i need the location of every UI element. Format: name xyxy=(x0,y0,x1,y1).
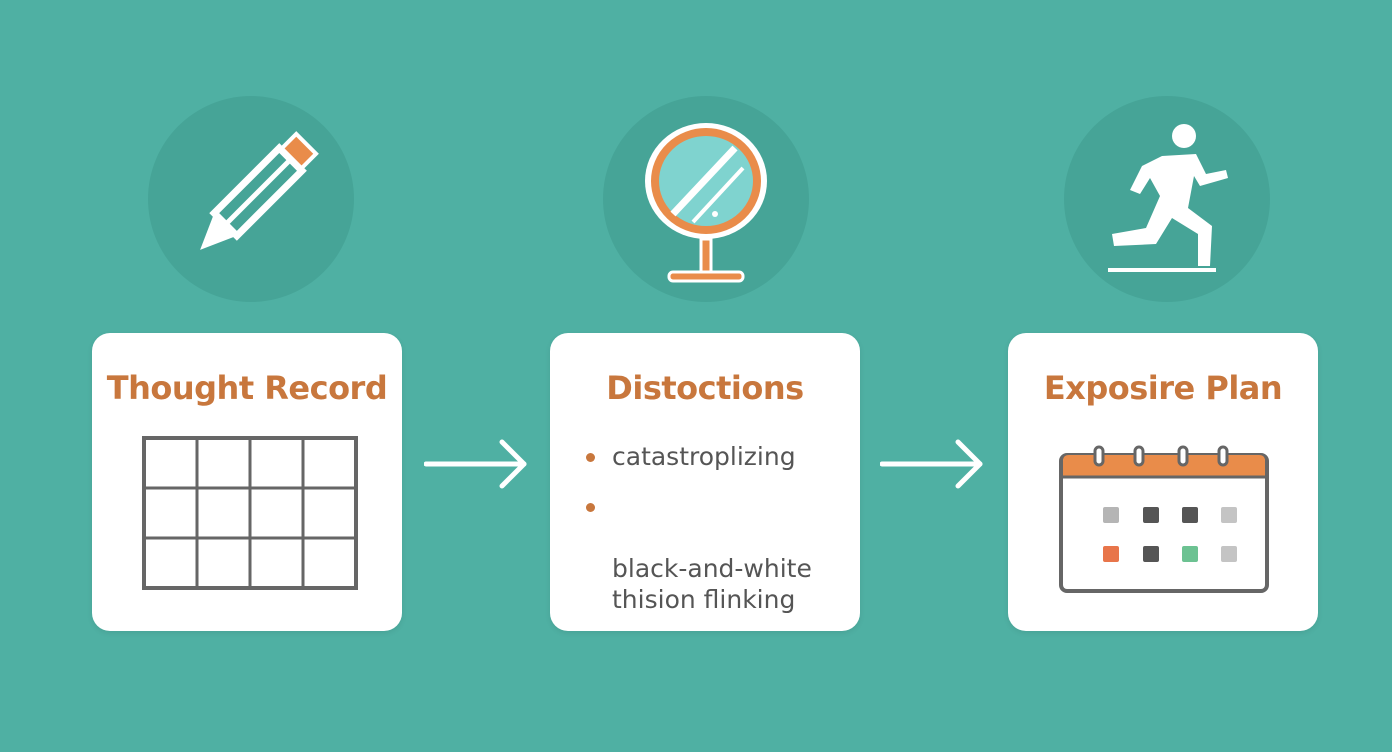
arrow-right-icon xyxy=(424,439,527,489)
card-title-exposure-plan: Exposire Plan xyxy=(1043,369,1283,407)
mirror-icon xyxy=(645,123,767,283)
calendar-icon xyxy=(1059,445,1269,593)
bullet-icon xyxy=(586,503,595,512)
thought-record-card: Thought Record xyxy=(92,333,402,631)
pencil-icon-circle xyxy=(148,96,354,302)
mirror-icon-circle xyxy=(603,96,809,302)
distortions-card: Distoctions catastroplizing black-and-wh… xyxy=(550,333,860,631)
exposure-plan-card: Exposire Plan xyxy=(1008,333,1318,631)
card-title-distortions: Distoctions xyxy=(606,369,804,407)
distortions-list: catastroplizing black-and-white thision … xyxy=(584,441,812,634)
card-title-thought-record: Thought Record xyxy=(106,369,388,407)
arrow-right-icon xyxy=(880,439,983,489)
list-item: catastroplizing xyxy=(584,441,812,472)
list-item-text: catastroplizing xyxy=(612,442,796,471)
running-person-icon xyxy=(1108,124,1228,272)
list-item-text: black-and-white thision flinking xyxy=(612,554,812,614)
running-person-icon-circle xyxy=(1064,96,1270,302)
table-grid-icon xyxy=(142,436,358,590)
bullet-icon xyxy=(586,453,595,462)
pencil-icon xyxy=(200,131,319,250)
list-item: black-and-white thision flinking xyxy=(584,491,812,615)
